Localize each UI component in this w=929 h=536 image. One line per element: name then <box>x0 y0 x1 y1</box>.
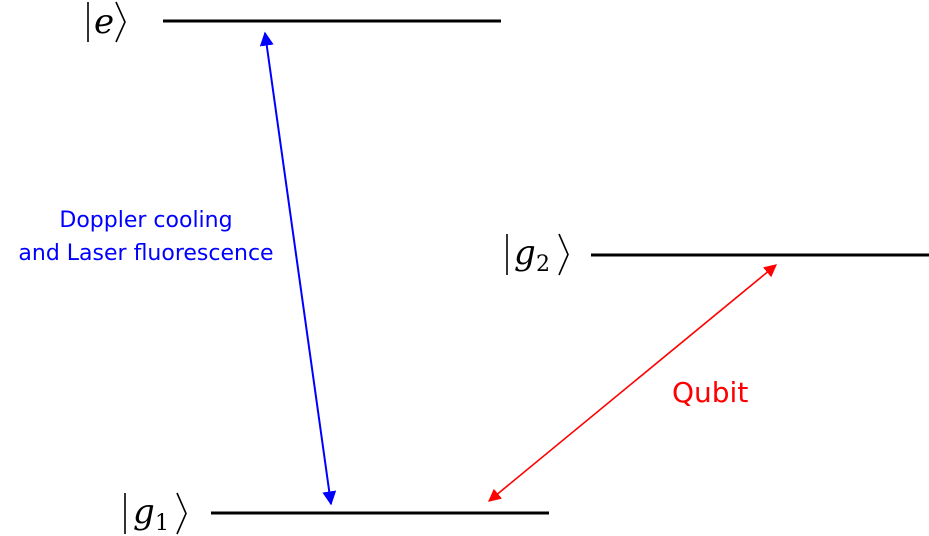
doppler-label-line1: Doppler cooling <box>59 208 232 233</box>
ket-e-angle <box>115 1 126 43</box>
qubit-label: Qubit <box>672 376 748 409</box>
ket-g2-angle <box>558 233 569 276</box>
ket-g1-subscript: 1 <box>155 511 169 536</box>
ket-e-label: e <box>94 2 114 42</box>
ket-g2-subscript: 2 <box>536 252 550 277</box>
ket-g2: g 2 <box>506 233 569 277</box>
ket-g1-label: g <box>133 492 155 532</box>
qubit-arrow <box>488 264 777 502</box>
ket-g1: g 1 <box>124 492 187 536</box>
ket-g2-label: g <box>514 233 536 273</box>
doppler-label-line2: and Laser fluorescence <box>18 241 273 266</box>
doppler-arrow <box>259 31 337 506</box>
ket-g1-angle <box>176 492 187 535</box>
ket-e: e <box>87 1 126 43</box>
